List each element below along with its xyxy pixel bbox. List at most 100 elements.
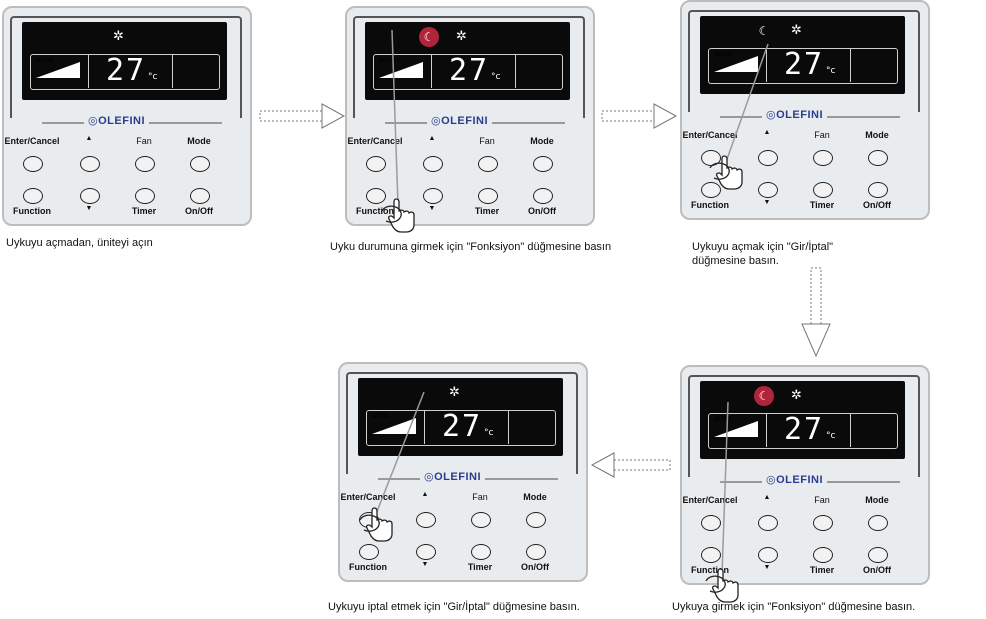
lcd-divider <box>431 54 432 88</box>
up-label: ▲ <box>428 135 436 142</box>
up-button[interactable] <box>758 150 778 166</box>
display-bezel <box>346 372 578 474</box>
mode-label: Mode <box>865 495 889 505</box>
fan-button[interactable] <box>478 156 498 172</box>
on-off-button[interactable] <box>526 544 546 560</box>
lcd-display: ☾ ✲ AUTO 27 °c <box>22 22 227 100</box>
moon-icon: ☾ <box>758 24 770 38</box>
timer-label: Timer <box>131 206 157 216</box>
up-button[interactable] <box>758 515 778 531</box>
enter-cancel-button[interactable] <box>366 156 386 172</box>
enter-cancel-button[interactable] <box>23 156 43 172</box>
on-off-button[interactable] <box>868 182 888 198</box>
step-1-caption: Uykuyu açmadan, üniteyi açın <box>6 237 153 249</box>
lcd-divider <box>515 54 516 88</box>
fan-button[interactable] <box>471 512 491 528</box>
on-off-button[interactable] <box>533 188 553 204</box>
brand-mark-icon: ◎ <box>424 471 435 483</box>
temperature-readout: 27 <box>784 412 825 447</box>
lcd-divider <box>88 54 89 88</box>
lcd-divider <box>850 48 851 82</box>
fan-label: Fan <box>472 492 488 502</box>
enter-cancel-button[interactable] <box>701 150 721 166</box>
arrow-right-icon <box>601 103 678 129</box>
function-button[interactable] <box>366 188 386 204</box>
timer-button[interactable] <box>135 188 155 204</box>
function-button[interactable] <box>701 182 721 198</box>
controller-panel-step-1: ☾ ✲ AUTO 27 °c ◎OLEFINI Enter/Cancel ▲ F… <box>2 6 252 226</box>
arrow-left-icon <box>590 452 671 478</box>
timer-button[interactable] <box>478 188 498 204</box>
fan-button[interactable] <box>135 156 155 172</box>
enter-cancel-label: Enter/Cancel <box>340 492 396 502</box>
controller-panel-step-4: ☾ ✲ AUTO 27 °c ◎OLEFINI Enter/Cancel ▲ F… <box>680 365 930 585</box>
mode-button[interactable] <box>868 150 888 166</box>
timer-button[interactable] <box>813 182 833 198</box>
brand-mark-icon: ◎ <box>766 109 777 121</box>
fan-speed-indicator <box>36 62 80 78</box>
display-bezel <box>688 375 920 477</box>
lcd-frame <box>366 410 556 446</box>
lcd-frame <box>708 413 898 449</box>
brand-logo: ◎OLEFINI <box>762 108 827 121</box>
fan-label: Fan <box>136 136 152 146</box>
function-label: Function <box>691 565 729 575</box>
moon-icon: ☾ <box>419 27 439 47</box>
enter-cancel-label: Enter/Cancel <box>347 136 403 146</box>
display-bezel <box>688 10 920 112</box>
enter-cancel-button[interactable] <box>701 515 721 531</box>
timer-label: Timer <box>809 200 835 210</box>
timer-label: Timer <box>474 206 500 216</box>
temperature-readout: 27 <box>784 47 825 82</box>
function-button[interactable] <box>23 188 43 204</box>
enter-cancel-button[interactable] <box>359 512 379 528</box>
up-label: ▲ <box>763 494 771 501</box>
mode-label: Mode <box>187 136 211 146</box>
brand-name: OLEFINI <box>441 115 488 127</box>
arrow-right-icon <box>259 103 346 129</box>
down-button[interactable] <box>758 182 778 198</box>
down-button[interactable] <box>416 544 436 560</box>
arrow-down-icon <box>801 267 831 358</box>
fan-button[interactable] <box>813 150 833 166</box>
up-button[interactable] <box>423 156 443 172</box>
temperature-unit: °c <box>484 428 494 438</box>
up-button[interactable] <box>80 156 100 172</box>
on-off-label: On/Off <box>528 206 556 216</box>
step-2-caption: Uyku durumuna girmek için "Fonksiyon" dü… <box>330 241 612 253</box>
function-button[interactable] <box>359 544 379 560</box>
fan-button[interactable] <box>813 515 833 531</box>
function-button[interactable] <box>701 547 721 563</box>
down-button[interactable] <box>80 188 100 204</box>
temperature-readout: 27 <box>442 409 483 444</box>
brand-name: OLEFINI <box>98 115 145 127</box>
function-label: Function <box>356 206 394 216</box>
enter-cancel-label: Enter/Cancel <box>682 495 738 505</box>
mode-label: Mode <box>865 130 889 140</box>
lcd-display: ☾ ✲ AUTO 27 °c <box>700 381 905 459</box>
lcd-display: ☾ ✲ AUTO 27 °c <box>358 378 563 456</box>
down-button[interactable] <box>423 188 443 204</box>
brand-mark-icon: ◎ <box>766 474 777 486</box>
temperature-readout: 27 <box>449 53 490 88</box>
mode-button[interactable] <box>526 512 546 528</box>
on-off-button[interactable] <box>868 547 888 563</box>
controller-panel-step-5: ☾ ✲ AUTO 27 °c ◎OLEFINI Enter/Cancel ▲ F… <box>338 362 588 582</box>
temperature-unit: °c <box>148 72 158 82</box>
fan-label: Fan <box>479 136 495 146</box>
lcd-divider <box>850 413 851 447</box>
on-off-button[interactable] <box>190 188 210 204</box>
up-button[interactable] <box>416 512 436 528</box>
mode-button[interactable] <box>868 515 888 531</box>
step-4-caption: Uykuya girmek için "Fonksiyon" düğmesine… <box>672 601 916 613</box>
down-button[interactable] <box>758 547 778 563</box>
lcd-divider <box>424 410 425 444</box>
snowflake-icon: ✲ <box>449 384 460 399</box>
timer-button[interactable] <box>471 544 491 560</box>
down-label: ▼ <box>763 199 771 206</box>
mode-button[interactable] <box>190 156 210 172</box>
brand-logo: ◎OLEFINI <box>420 470 485 483</box>
mode-button[interactable] <box>533 156 553 172</box>
brand-mark-icon: ◎ <box>431 115 442 127</box>
timer-button[interactable] <box>813 547 833 563</box>
